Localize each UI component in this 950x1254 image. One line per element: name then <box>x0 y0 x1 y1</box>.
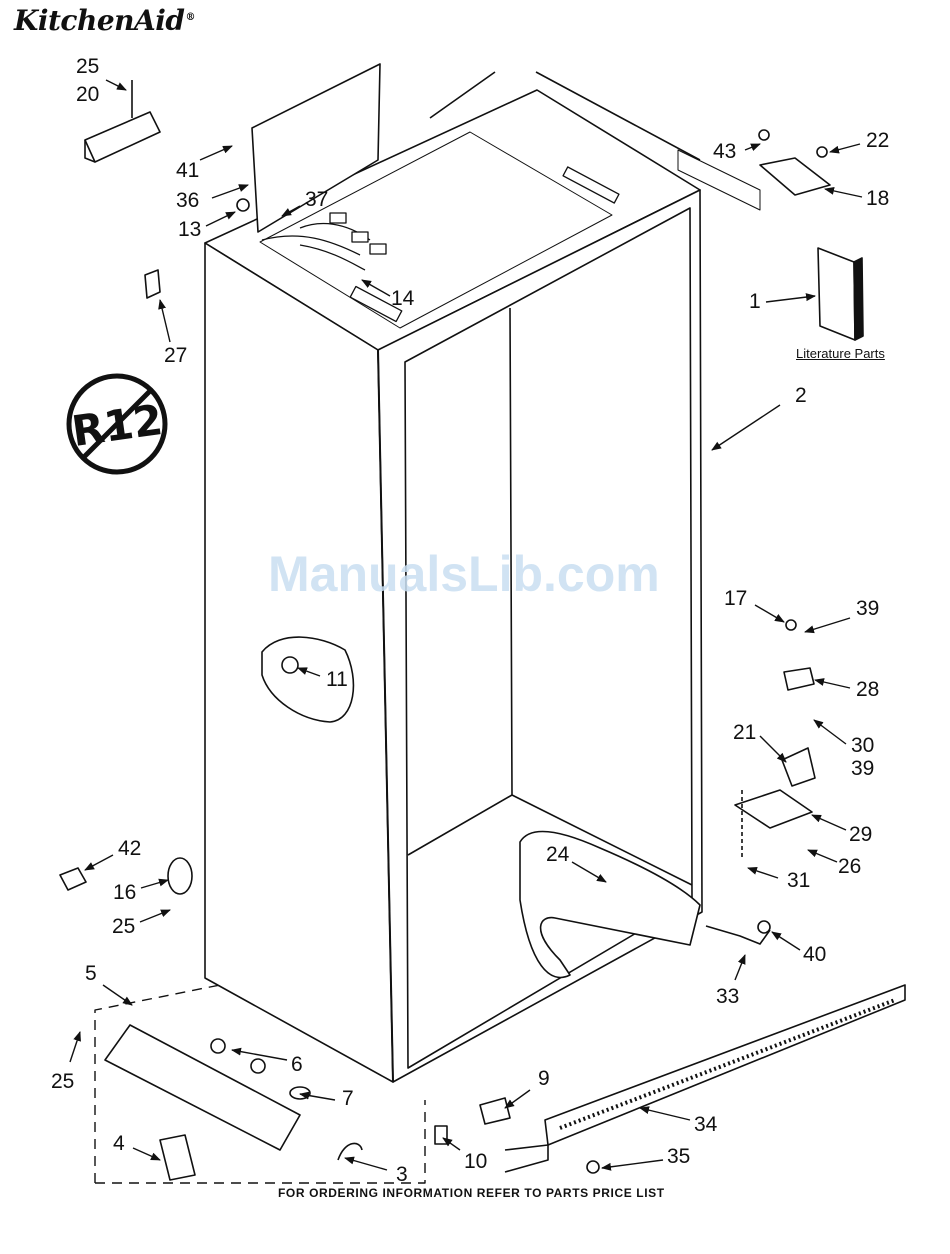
brand-logo: KitchenAid® <box>14 4 195 37</box>
literature-book <box>818 248 863 340</box>
callout-37: 37 <box>305 189 328 210</box>
part-18-hinge <box>760 158 830 195</box>
callout-35: 35 <box>667 1146 690 1167</box>
callout-33: 33 <box>716 986 739 1007</box>
watermark: ManualsLib.com <box>268 545 660 603</box>
literature-parts-label: Literature Parts <box>796 346 885 361</box>
callout-43: 43 <box>713 141 736 162</box>
callout-17: 17 <box>724 588 747 609</box>
callout-42: 42 <box>118 838 141 859</box>
callout-24: 24 <box>546 844 569 865</box>
no-r12-text: R12 <box>69 395 166 456</box>
callout-27: 27 <box>164 345 187 366</box>
callout-2: 2 <box>795 385 807 406</box>
callout-25-middle: 25 <box>112 916 135 937</box>
callout-21: 21 <box>733 722 756 743</box>
callout-25-top: 25 <box>76 56 99 77</box>
brand-registered-mark: ® <box>185 12 195 23</box>
callout-31: 31 <box>787 870 810 891</box>
brand-name: KitchenAid <box>14 4 184 37</box>
callout-11: 11 <box>326 669 348 690</box>
callout-14: 14 <box>391 288 414 309</box>
callout-7: 7 <box>342 1088 354 1109</box>
callout-39-upper: 39 <box>856 598 879 619</box>
callout-20: 20 <box>76 84 99 105</box>
callout-3: 3 <box>396 1164 408 1185</box>
callout-13: 13 <box>178 219 201 240</box>
callout-18: 18 <box>866 188 889 209</box>
ordering-info-footer: FOR ORDERING INFORMATION REFER TO PARTS … <box>278 1186 665 1200</box>
callout-9: 9 <box>538 1068 550 1089</box>
callout-22: 22 <box>866 130 889 151</box>
callout-28: 28 <box>856 679 879 700</box>
callout-4: 4 <box>113 1133 125 1154</box>
callout-1: 1 <box>749 291 761 312</box>
callout-6: 6 <box>291 1054 303 1075</box>
callout-29: 29 <box>849 824 872 845</box>
callout-5: 5 <box>85 963 97 984</box>
part-34-kickplate <box>505 985 905 1172</box>
callout-36: 36 <box>176 190 199 211</box>
callout-34: 34 <box>694 1114 717 1135</box>
callout-40: 40 <box>803 944 826 965</box>
callout-30: 30 <box>851 735 874 756</box>
callout-10: 10 <box>464 1151 487 1172</box>
callout-16: 16 <box>113 882 136 903</box>
callout-41: 41 <box>176 160 199 181</box>
callout-25-bottom: 25 <box>51 1071 74 1092</box>
callout-26: 26 <box>838 856 861 877</box>
callout-39-lower: 39 <box>851 758 874 779</box>
bottom-hinge-group <box>706 668 815 944</box>
part-4-control-box <box>105 1025 362 1180</box>
